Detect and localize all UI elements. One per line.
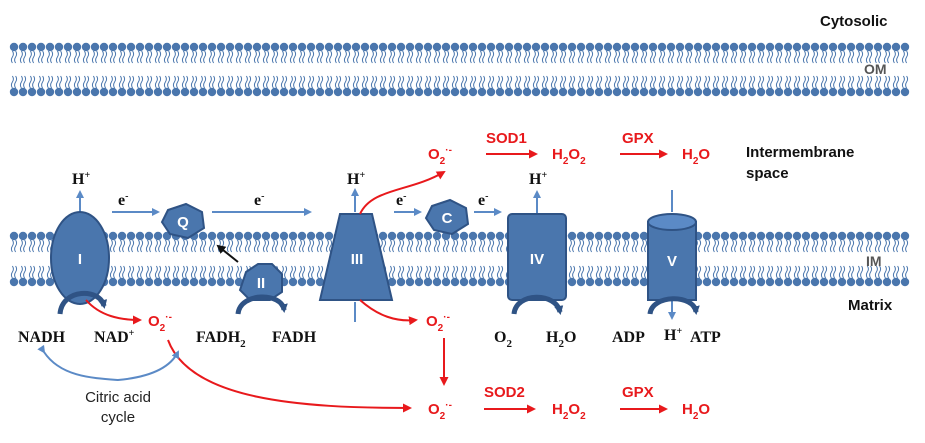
electron-label-3: e-: [396, 191, 406, 209]
complex-ii-label: II: [257, 275, 265, 292]
complex-i: [50, 211, 110, 305]
inner-membrane: [9, 231, 910, 287]
intermembrane-label: Intermembrane: [746, 144, 854, 161]
superoxide-arrow-ims: [359, 170, 446, 215]
superoxide-c1: O2·-: [148, 312, 172, 334]
complex-iii-label: III: [351, 251, 364, 268]
o2-arrow: [511, 294, 564, 315]
complex-ii-to-q-arrow: [216, 244, 239, 263]
complex-iii: [318, 213, 394, 301]
superoxide-c3: O2·-: [426, 312, 450, 334]
im-label: IM: [866, 253, 882, 269]
complex-iv-label: IV: [530, 251, 544, 268]
superoxide-arrow-c1-to-matrix: [167, 339, 412, 413]
adp-label: ADP: [612, 329, 645, 346]
complex-v-top: [647, 213, 697, 231]
cytosolic-label: Cytosolic: [820, 13, 888, 30]
cytochrome-c: [424, 198, 470, 236]
citric-acid-cycle-label: cycle: [101, 409, 135, 426]
intermembrane-space-label: space: [746, 165, 789, 182]
water-ims: H2O: [682, 146, 710, 167]
h2o-label: H2O: [546, 329, 576, 350]
nad-label: NAD+: [94, 328, 135, 346]
cytochrome-c-label: C: [442, 210, 453, 227]
o2-label: O2: [494, 329, 512, 350]
superoxide-ims: O2·-: [428, 145, 452, 167]
electron-label-2: e-: [254, 191, 264, 209]
h2o2-ims: H2O2: [552, 146, 586, 167]
fadh-label: FADH: [272, 329, 317, 346]
matrix-label: Matrix: [848, 297, 893, 314]
complex-i-label: I: [78, 251, 82, 268]
complex-v: [647, 221, 697, 301]
nadh-label: NADH: [18, 329, 66, 346]
atp-label: ATP: [690, 329, 721, 346]
citric-acid-label: Citric acid: [85, 389, 151, 406]
fadh2-label: FADH2: [196, 329, 246, 350]
nadh-arrow: [57, 291, 108, 315]
complex-v-label: V: [667, 253, 677, 270]
sod1-label: SOD1: [486, 130, 527, 147]
sod2-label: SOD2: [484, 384, 525, 401]
coenzyme-q-label: Q: [177, 214, 189, 231]
complex-ii: [238, 263, 283, 301]
superoxide-arrow-c3: [359, 299, 418, 326]
citric-acid-bracket: [37, 344, 179, 382]
outer-membrane: [9, 42, 910, 97]
superoxide-arrow-c1: [85, 299, 142, 325]
h-plus-c4: H+: [529, 170, 547, 188]
superoxide-matrix: O2·-: [428, 400, 452, 422]
h-plus-c1: H+: [72, 170, 90, 188]
electron-label-4: e-: [478, 191, 488, 209]
coenzyme-q: [160, 202, 206, 240]
h-plus-c3: H+: [347, 170, 365, 188]
h2o2-matrix: H2O2: [552, 401, 586, 422]
water-matrix: H2O: [682, 401, 710, 422]
electron-label-1: e-: [118, 191, 128, 209]
gpx-label-ims: GPX: [622, 130, 654, 147]
om-label: OM: [864, 61, 887, 77]
h-plus-c5: H+: [664, 326, 682, 344]
gpx-label-matrix: GPX: [622, 384, 654, 401]
fadh2-arrow: [235, 294, 288, 315]
adp-arrow: [647, 296, 700, 315]
complex-iv: [507, 213, 567, 301]
